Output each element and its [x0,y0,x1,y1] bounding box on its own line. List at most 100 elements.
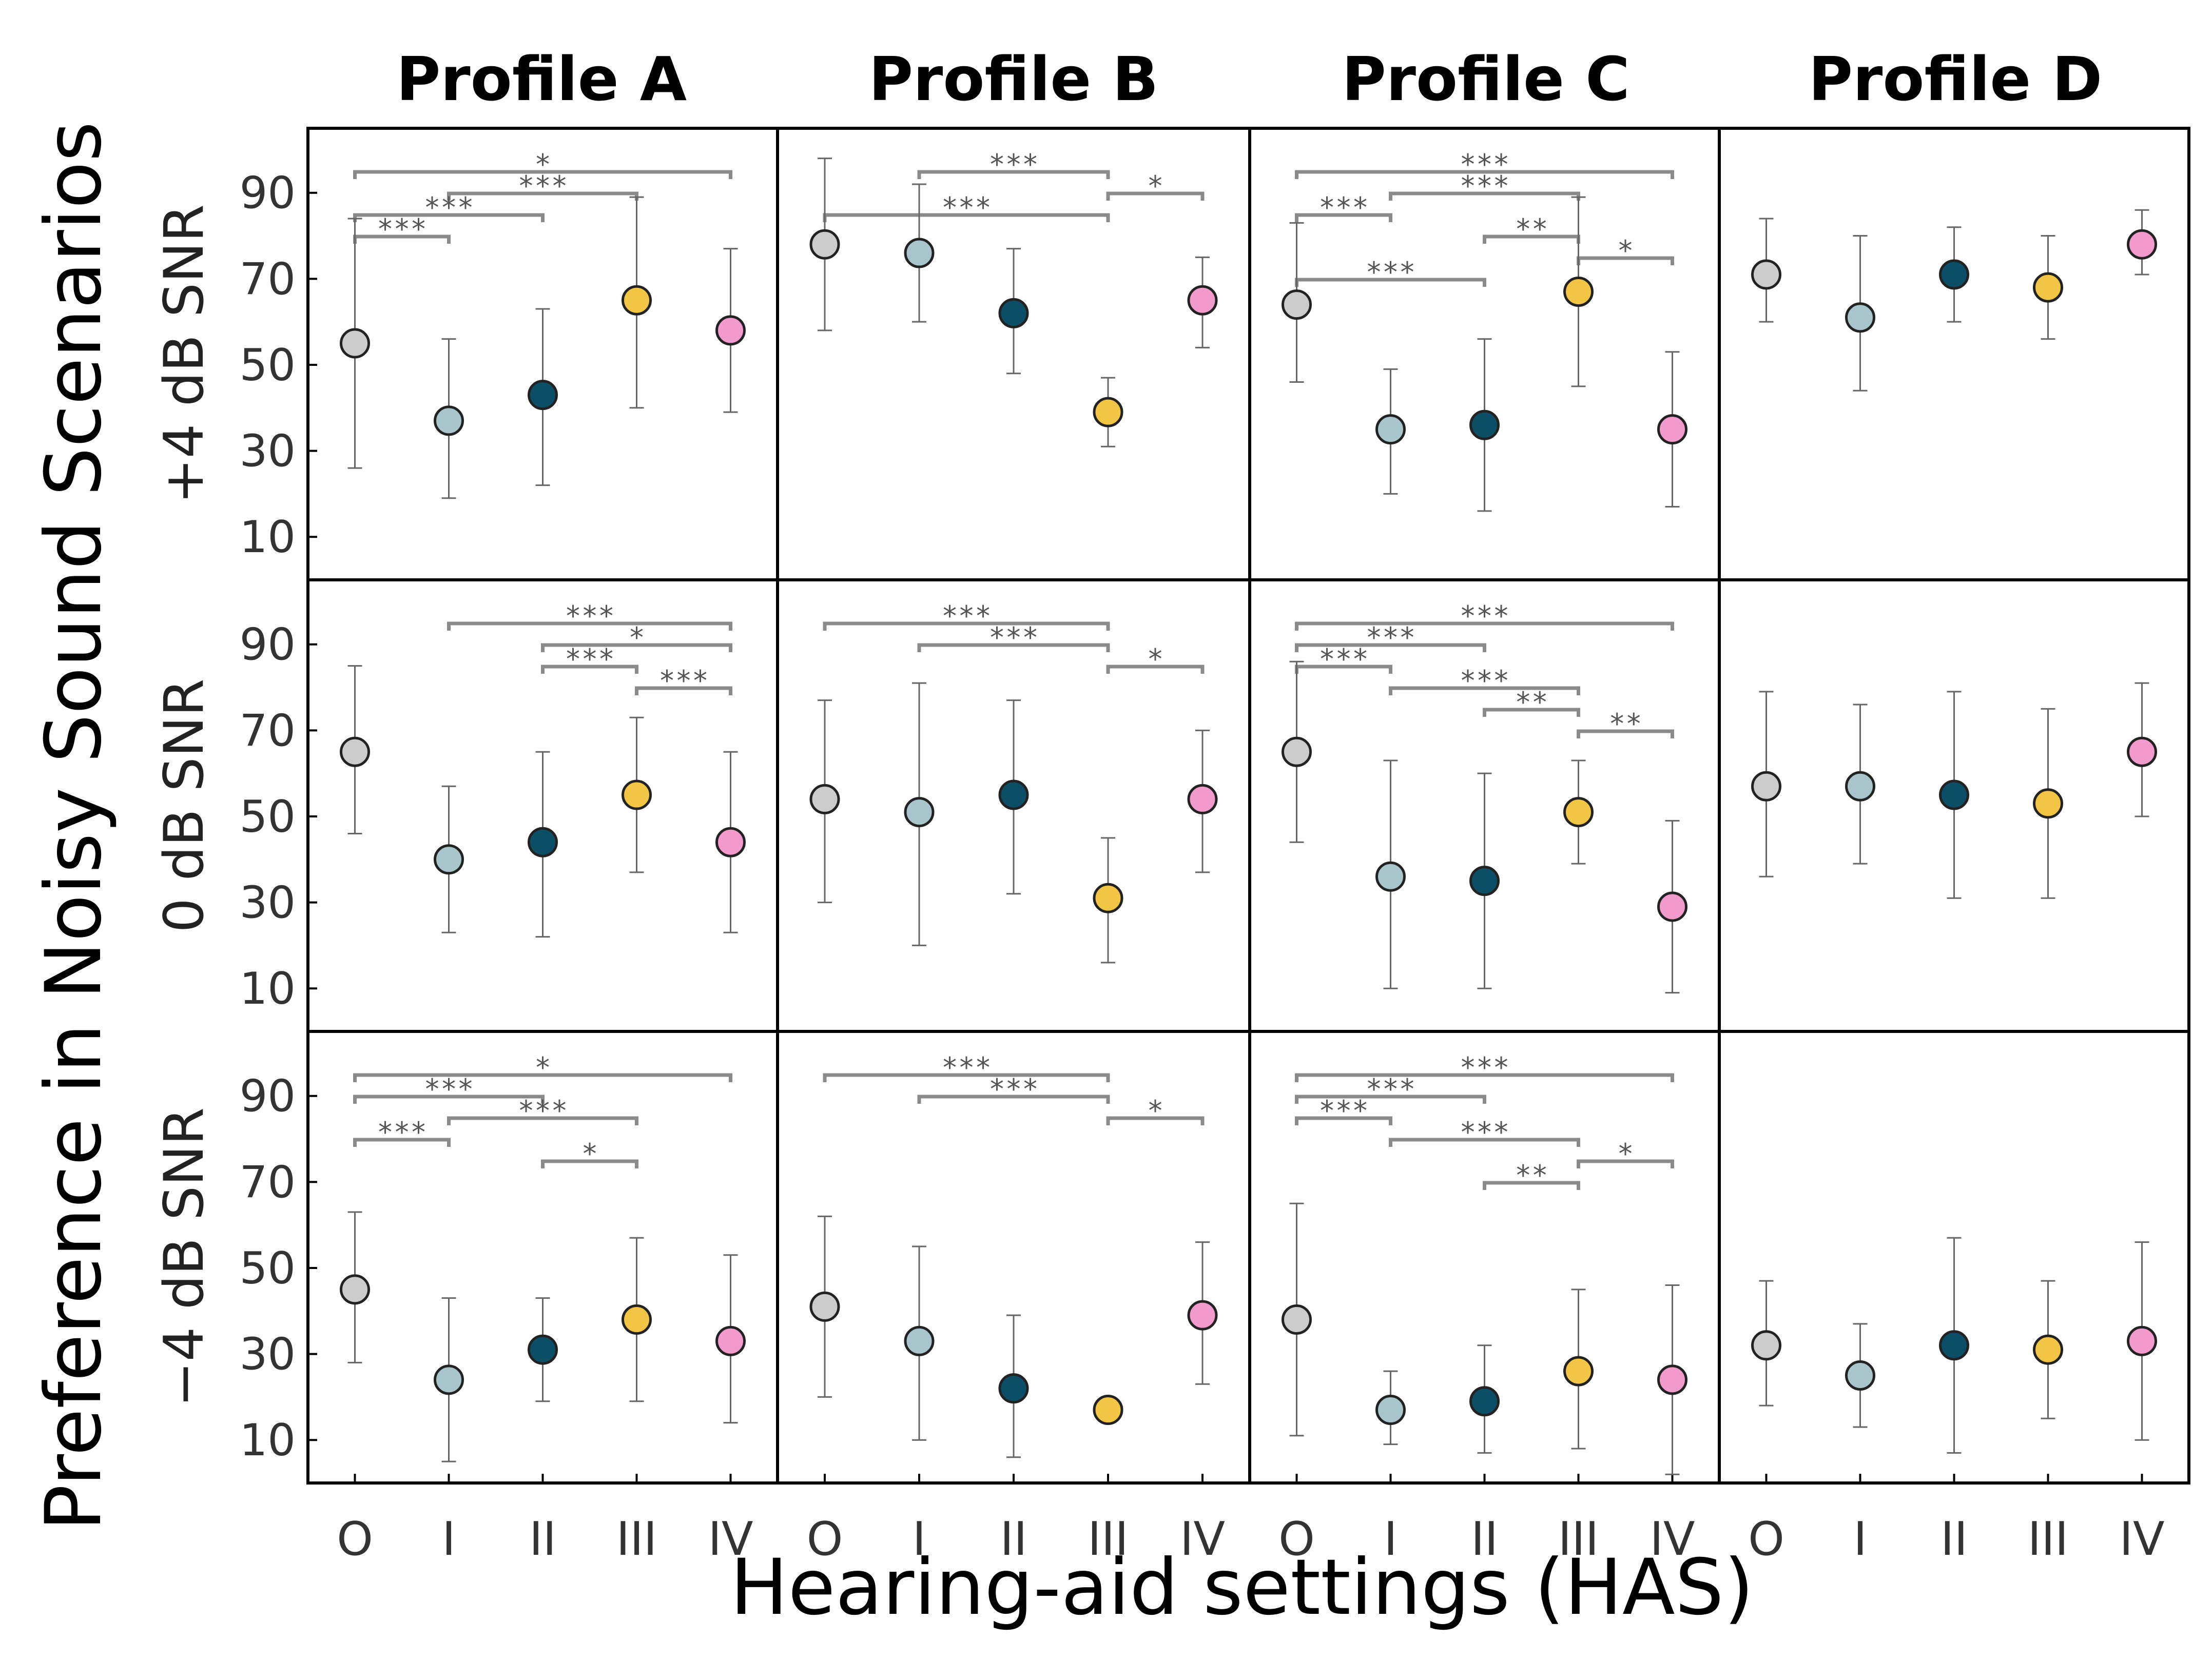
significance-label: *** [424,191,474,224]
panel-r0-c2: *************** [1248,127,1721,581]
significance-label: ** [1515,1159,1548,1192]
y-axis-label: Preference in Noisy Sound Scenarios [29,122,119,1531]
x-tick-label: III [2028,1512,2069,1566]
data-point-iv [1187,784,1218,814]
significance-label: *** [1460,1051,1510,1084]
significance-bracket [447,1116,638,1125]
panel-r1-c3 [1718,578,2190,1033]
x-tick-label: II [1471,1512,1498,1566]
data-point-iii [2033,272,2063,303]
data-point-o [809,229,840,260]
significance-label: *** [1366,621,1416,654]
panel-r1-c1: ******* [776,578,1251,1033]
significance-label: *** [1366,1073,1416,1105]
data-point-iv [715,827,746,857]
x-tick-label: O [1278,1512,1315,1566]
panel-r1-c2: **************** [1248,578,1721,1033]
significance-bracket [1577,1159,1674,1168]
data-point-ii [528,380,558,411]
data-point-o [1282,736,1312,767]
data-point-iv [2127,736,2157,767]
x-tick-label: II [1941,1512,1968,1566]
significance-bracket [1483,708,1580,717]
significance-label: * [534,148,551,181]
data-point-ii [1939,1330,1969,1361]
significance-label: *** [658,665,709,697]
data-point-o [1751,259,1781,290]
significance-label: *** [565,643,615,675]
significance-label: *** [1460,148,1510,181]
significance-label: *** [518,170,568,202]
significance-bracket [541,1159,638,1168]
significance-label: *** [941,191,992,224]
significance-bracket [1577,729,1674,738]
significance-label: *** [565,600,615,632]
data-point-i [434,844,464,875]
significance-label: *** [1460,1116,1510,1148]
data-point-iv [2127,229,2157,260]
data-point-ii [998,1373,1029,1404]
data-point-ii [528,827,558,857]
significance-bracket [353,170,732,179]
significance-bracket [1389,1138,1580,1147]
data-point-o [340,328,370,359]
x-tick-label: III [1558,1512,1599,1566]
x-tick-label: IV [2119,1512,2164,1566]
significance-bracket [1295,170,1674,179]
significance-bracket [1106,665,1205,674]
significance-label: * [628,621,645,654]
data-point-iii [1093,883,1123,913]
x-tick-label: O [807,1512,843,1566]
data-point-o [1751,771,1781,802]
y-tick-label: 90 [240,168,296,219]
significance-label: *** [377,213,427,245]
data-point-ii [1469,1386,1500,1417]
significance-label: *** [1460,600,1510,632]
data-point-iii [1093,397,1123,427]
data-point-i [904,797,935,828]
data-point-iii [622,779,652,810]
data-point-iii [1093,1395,1123,1426]
x-tick-label: IV [1180,1512,1225,1566]
data-point-iii [622,285,652,316]
significance-label: *** [518,1095,568,1127]
significance-label: *** [424,1073,474,1105]
significance-label: *** [1318,191,1369,224]
significance-bracket [353,1073,732,1082]
significance-label: *** [1460,170,1510,202]
panel-frame [1718,127,2190,581]
data-point-i [1845,771,1875,802]
x-tick-label: II [1000,1512,1027,1566]
panels-group: 1030507090******************************… [240,127,2190,1566]
data-point-iii [2033,1334,2063,1365]
significance-bracket [1295,621,1674,631]
y-tick-label: 70 [240,1157,296,1208]
data-point-i [1845,302,1875,333]
y-tick-label: 50 [240,340,296,391]
data-point-ii [1939,779,1969,810]
significance-bracket [1106,191,1205,201]
x-tick-label: III [616,1512,657,1566]
y-tick-label: 10 [240,1415,296,1466]
significance-label: ** [1515,213,1548,245]
data-point-ii [1469,409,1500,440]
significance-label: *** [941,600,992,632]
significance-bracket [1295,213,1392,222]
data-point-iv [715,1325,746,1356]
data-point-i [1375,861,1406,892]
y-tick-label: 10 [240,512,296,563]
data-point-iv [715,315,746,346]
significance-label: ** [1608,708,1642,740]
x-axis-label: Hearing-aid settings (HAS) [730,1543,1754,1632]
significance-bracket [917,170,1110,179]
column-title-profile-d: Profile D [1809,44,2103,114]
significance-bracket [541,643,732,652]
significance-bracket [1295,1116,1392,1125]
significance-bracket [1295,643,1486,652]
data-point-o [1282,1304,1312,1335]
data-point-iv [1657,414,1687,445]
